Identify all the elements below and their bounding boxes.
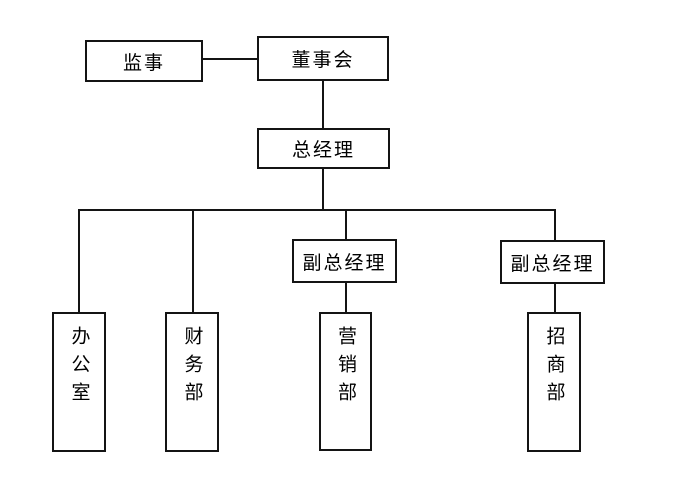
node-office: 办公室 [52, 312, 106, 452]
node-marketing-dept: 营销部 [319, 312, 372, 451]
connector-deputy-left-marketing [345, 283, 347, 312]
node-marketing-dept-label: 营销部 [335, 326, 356, 410]
node-board-label: 董事会 [291, 50, 355, 71]
connector-trunk-deputy-left [345, 209, 347, 239]
connector-supervisor-board [203, 58, 257, 60]
node-deputy-general-manager-right: 副总经理 [500, 240, 605, 284]
connector-trunk-horizontal [78, 209, 556, 211]
node-deputy-general-manager-right-label: 副总经理 [510, 253, 595, 275]
node-supervisor-label: 监事 [122, 52, 165, 74]
node-finance-dept-label: 财务部 [181, 326, 203, 410]
node-investment-dept-label: 招商部 [543, 326, 565, 410]
connector-trunk-finance [192, 209, 194, 312]
connector-board-general-manager [322, 81, 324, 128]
node-finance-dept: 财务部 [165, 312, 219, 452]
node-deputy-general-manager-left-label: 副总经理 [302, 252, 387, 274]
connector-trunk-office [78, 209, 80, 312]
node-general-manager-label: 总经理 [291, 140, 355, 161]
node-general-manager: 总经理 [257, 128, 390, 169]
connector-deputy-right-investment [554, 284, 556, 312]
connector-trunk-deputy-right [554, 209, 556, 240]
connector-general-manager-trunk [322, 169, 324, 211]
node-supervisor: 监事 [85, 40, 203, 82]
node-deputy-general-manager-left: 副总经理 [292, 239, 397, 283]
node-investment-dept: 招商部 [527, 312, 581, 452]
node-office-label: 办公室 [68, 326, 90, 410]
node-board: 董事会 [257, 36, 389, 81]
